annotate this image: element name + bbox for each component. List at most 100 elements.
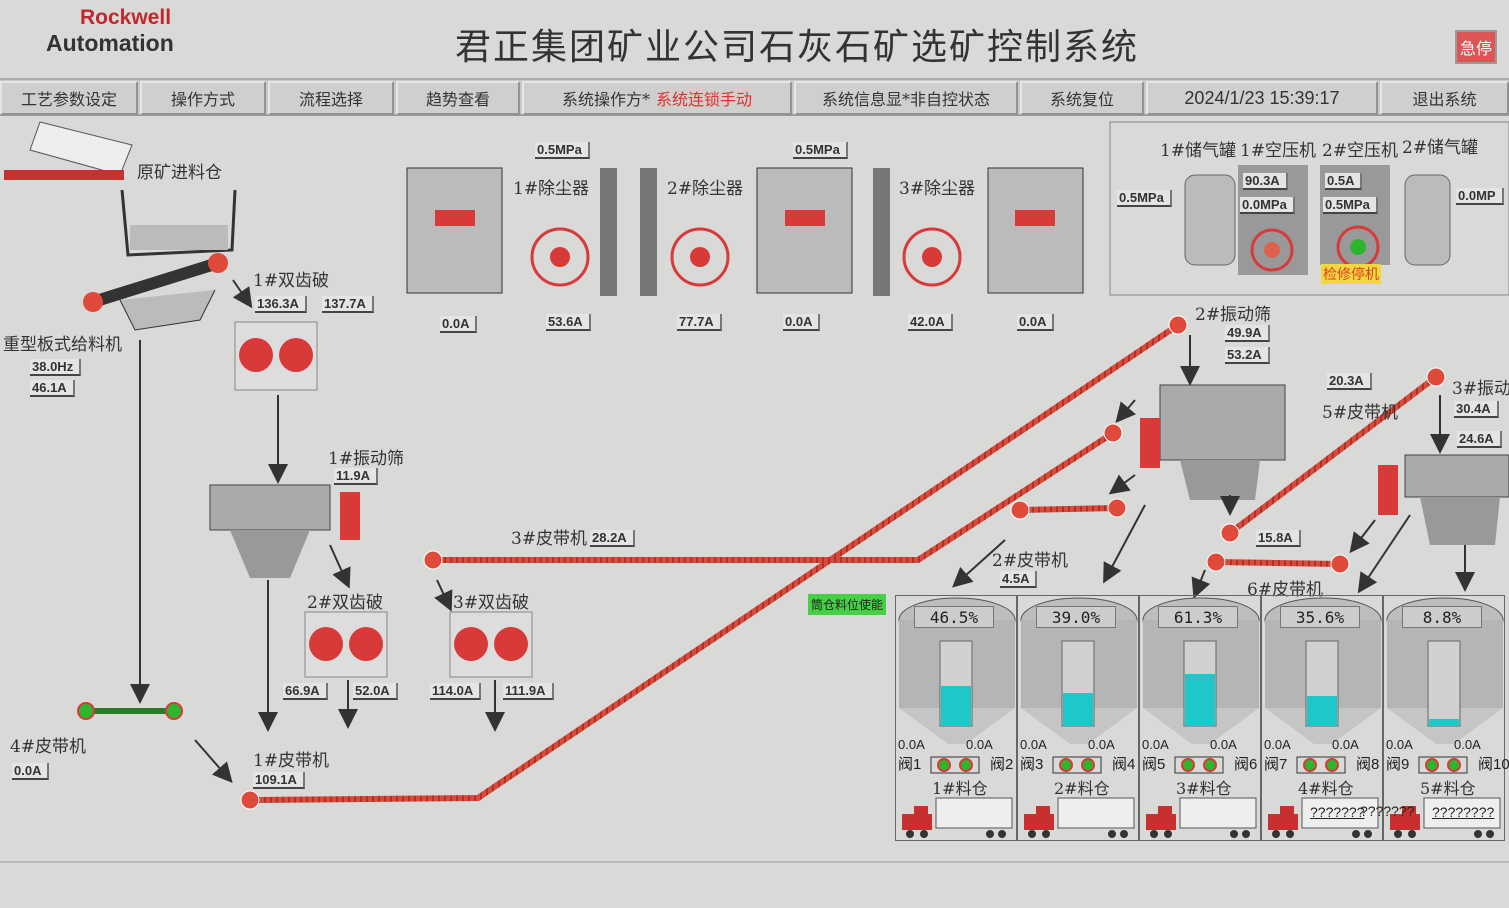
belt6-line <box>1215 559 1341 567</box>
label-raw-ore-bin: 原矿进料仓 <box>137 163 222 183</box>
gate-current-2: 0.0A <box>1332 737 1359 752</box>
belt4-current: 0.0A <box>12 763 50 780</box>
dust2-current-b: 0.0A <box>783 314 821 331</box>
belt2-current: 4.5A <box>1000 571 1038 588</box>
raw-ore-bin-icon <box>4 121 237 257</box>
label-dust2: 2#除尘器 <box>667 179 744 199</box>
silo-level-readout: 39.0% <box>1036 606 1116 628</box>
belt3-line <box>433 430 1115 563</box>
truck-icon <box>902 797 1013 838</box>
belt5-line <box>1228 374 1438 536</box>
nav-operation-mode[interactable]: 操作方式 <box>140 81 266 115</box>
screen3-current-b: 24.6A <box>1457 431 1502 448</box>
dust2-pressure: 0.5MPa <box>793 142 848 159</box>
silo-level-readout: 61.3% <box>1158 606 1238 628</box>
screen2-icon <box>1140 384 1286 500</box>
air-tank-2-icon <box>1404 174 1451 266</box>
valve-label-1: 阀3 <box>1020 756 1044 773</box>
nav-trend-view[interactable]: 趋势查看 <box>396 81 520 115</box>
label-belt3: 3#皮带机 <box>511 529 588 549</box>
crusher2-current-b: 52.0A <box>353 683 398 700</box>
truck-info: ??????? <box>1310 804 1365 820</box>
valve-label-2: 阀10 <box>1478 756 1509 773</box>
gate-current-1: 0.0A <box>1264 737 1291 752</box>
page-title: 君正集团矿业公司石灰石矿选矿控制系统 <box>455 27 1140 68</box>
silo-level-fill <box>1185 674 1215 726</box>
valve-pair[interactable] <box>1418 756 1468 774</box>
truck-icon <box>1390 797 1501 838</box>
label-dust1: 1#除尘器 <box>513 179 590 199</box>
nav-exit-system[interactable]: 退出系统 <box>1380 81 1509 115</box>
logo-rockwell: Rockwell <box>80 6 172 29</box>
emergency-stop-button[interactable]: 急停 <box>1455 30 1497 64</box>
valve-label-1: 阀7 <box>1264 756 1288 773</box>
feeder-current: 46.1A <box>30 380 75 397</box>
belt1-line <box>249 322 1180 803</box>
screen1-icon <box>209 484 360 578</box>
belt-pulleys <box>240 315 1446 810</box>
valve-pair[interactable] <box>1174 756 1224 774</box>
nav-system-reset[interactable]: 系统复位 <box>1020 81 1144 115</box>
valve-icon <box>1081 758 1095 772</box>
silo-name: 5#料仓 <box>1420 779 1476 798</box>
crusher3-icon <box>449 611 533 678</box>
air-system-panel <box>1109 121 1509 296</box>
gate-current-2: 0.0A <box>1454 737 1481 752</box>
nav-bar: 工艺参数设定 操作方式 流程选择 趋势查看 系统操作方*系统连锁手动 系统信息显… <box>0 78 1509 116</box>
label-belt2: 2#皮带机 <box>992 551 1069 571</box>
nav-system-op-mode[interactable]: 系统操作方*系统连锁手动 <box>522 81 792 115</box>
comp2-current: 0.5A <box>1325 173 1363 190</box>
nav-flow-select[interactable]: 流程选择 <box>268 81 394 115</box>
belt3-current: 28.2A <box>590 530 635 547</box>
valve-icon <box>1181 758 1195 772</box>
valve-label-1: 阀5 <box>1142 756 1166 773</box>
valve-label-2: 阀2 <box>990 756 1014 773</box>
label-screen1: 1#振动筛 <box>328 449 405 469</box>
valve-icon <box>1303 758 1317 772</box>
maintenance-stop-status: 检修停机 <box>1321 264 1381 284</box>
silo-name: 4#料仓 <box>1298 779 1354 798</box>
valve-pair[interactable] <box>1296 756 1346 774</box>
dust-collector-2-icon <box>640 167 853 296</box>
valve-pair[interactable] <box>930 756 980 774</box>
silo-level-fill <box>941 686 971 726</box>
silo-name: 1#料仓 <box>932 779 988 798</box>
dust3-current-a: 42.0A <box>908 314 953 331</box>
silo-level-readout: 8.8% <box>1402 606 1482 628</box>
crusher2-icon <box>304 611 388 678</box>
screen2-current-b: 53.2A <box>1225 347 1270 364</box>
comp2-pressure: 0.5MPa <box>1323 197 1378 214</box>
label-crusher1: 1#双齿破 <box>253 271 330 291</box>
dust1-pressure: 0.5MPa <box>535 142 590 159</box>
label-crusher3: 3#双齿破 <box>453 593 530 613</box>
silo-name: 3#料仓 <box>1176 779 1232 798</box>
gate-current-2: 0.0A <box>1210 737 1237 752</box>
label-comp1: 1#空压机 <box>1240 141 1317 161</box>
silo-level-readout: 46.5% <box>914 606 994 628</box>
silo-body-icon <box>1020 597 1138 744</box>
heavy-plate-feeder-icon <box>83 253 228 331</box>
silo-1: 46.5% 0.0A 0.0A 阀1 阀2 1#料仓 <box>895 595 1017 841</box>
truck-icon <box>1268 797 1379 838</box>
silo-3: 61.3% 0.0A 0.0A 阀5 阀6 3#料仓 <box>1139 595 1261 841</box>
label-screen2: 2#振动筛 <box>1195 305 1272 325</box>
nav-system-info[interactable]: 系统信息显*非自控状态 <box>794 81 1018 115</box>
silo-level-enable-button[interactable]: 筒仓料位使能 <box>808 594 887 615</box>
dust1-current-a: 0.0A <box>440 316 478 333</box>
screen3-icon <box>1378 454 1509 545</box>
label-dust3: 3#除尘器 <box>899 179 976 199</box>
crusher2-current-a: 66.9A <box>283 683 328 700</box>
nav-process-params[interactable]: 工艺参数设定 <box>0 81 138 115</box>
flow-arrows <box>130 279 1475 784</box>
air-tank-1-icon <box>1184 174 1236 266</box>
truck-icon <box>1146 797 1257 838</box>
valve-label-1: 阀9 <box>1386 756 1410 773</box>
silo-body-icon <box>1142 597 1260 744</box>
datetime-display: 2024/1/23 15:39:17 <box>1146 81 1378 115</box>
valve-pair[interactable] <box>1052 756 1102 774</box>
dust2-current-a: 77.7A <box>677 314 722 331</box>
valve-icon <box>1447 758 1461 772</box>
valve-label-1: 阀1 <box>898 756 922 773</box>
valve-icon <box>937 758 951 772</box>
